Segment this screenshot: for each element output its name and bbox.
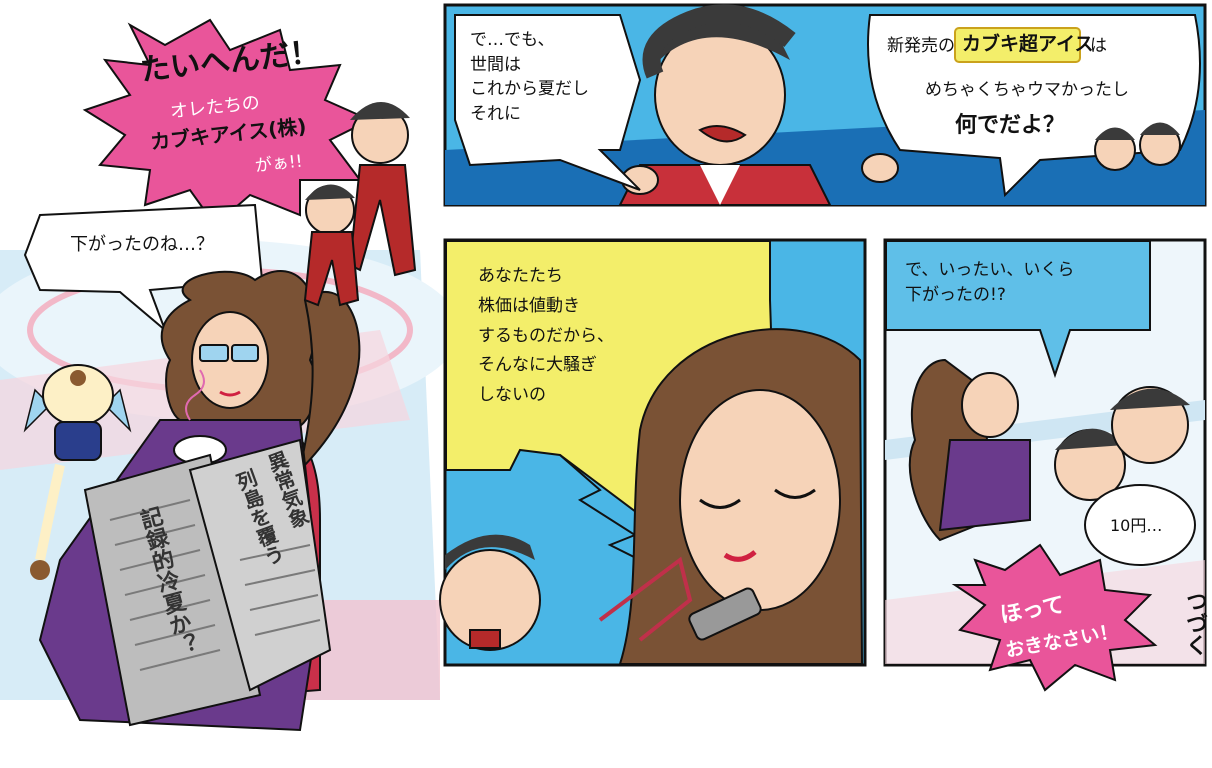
panel1-right-suffix: は — [1090, 36, 1107, 56]
panel1-left-bubble-text: で…でも、 世間は これから夏だし それに — [470, 28, 589, 127]
panel2-bubble-text: あなたたち 株価は値動き するものだから、 そんなに大騒ぎ しないの — [478, 262, 614, 411]
product-label: カブキ超アイス — [962, 33, 1094, 55]
panel3-top-line-2: 下がったの!? — [905, 284, 1006, 305]
panel1-right-line-3: 何でだよ？ — [955, 113, 1066, 138]
panel2-line-5: しないの — [478, 385, 546, 405]
panel3-top-line-1: で、いったい、いくら — [905, 260, 1075, 280]
panel1-left-line-2: 世間は — [470, 54, 521, 75]
panel2-line-4: そんなに大騒ぎ — [478, 355, 597, 376]
tsuzuku-label: つづく — [1181, 590, 1207, 656]
burst-line-3: がぁ!! — [254, 151, 304, 177]
panel-1-frame — [443, 3, 1207, 207]
panel2-line-3: するものだから、 — [478, 325, 614, 346]
panel-3-frame — [883, 238, 1207, 692]
speech-left-text: 下がったのね…？ — [70, 234, 214, 255]
newspaper-shape — [83, 438, 332, 727]
panel3-small-bubble-text: 10円… — [1110, 516, 1163, 535]
cat-mascot — [23, 364, 132, 580]
panel1-left-line-4: それに — [470, 103, 521, 124]
panel-2-frame — [439, 238, 867, 667]
panel2-line-2: 株価は値動き — [478, 295, 580, 316]
panel1-left-line-3: これから夏だし — [470, 79, 589, 100]
panel1-left-line-1: で…でも、 — [470, 30, 555, 50]
panel1-right-prefix: 新発売の — [887, 36, 955, 56]
panel2-line-1: あなたたち — [478, 266, 563, 286]
pink-burst-shape — [82, 18, 373, 227]
panel1-right-line-2: めちゃくちゃウマかったし — [925, 80, 1129, 100]
panel3-top-bubble-text: で、いったい、いくら 下がったの!? — [905, 258, 1074, 307]
two-men-running-left — [303, 101, 417, 307]
